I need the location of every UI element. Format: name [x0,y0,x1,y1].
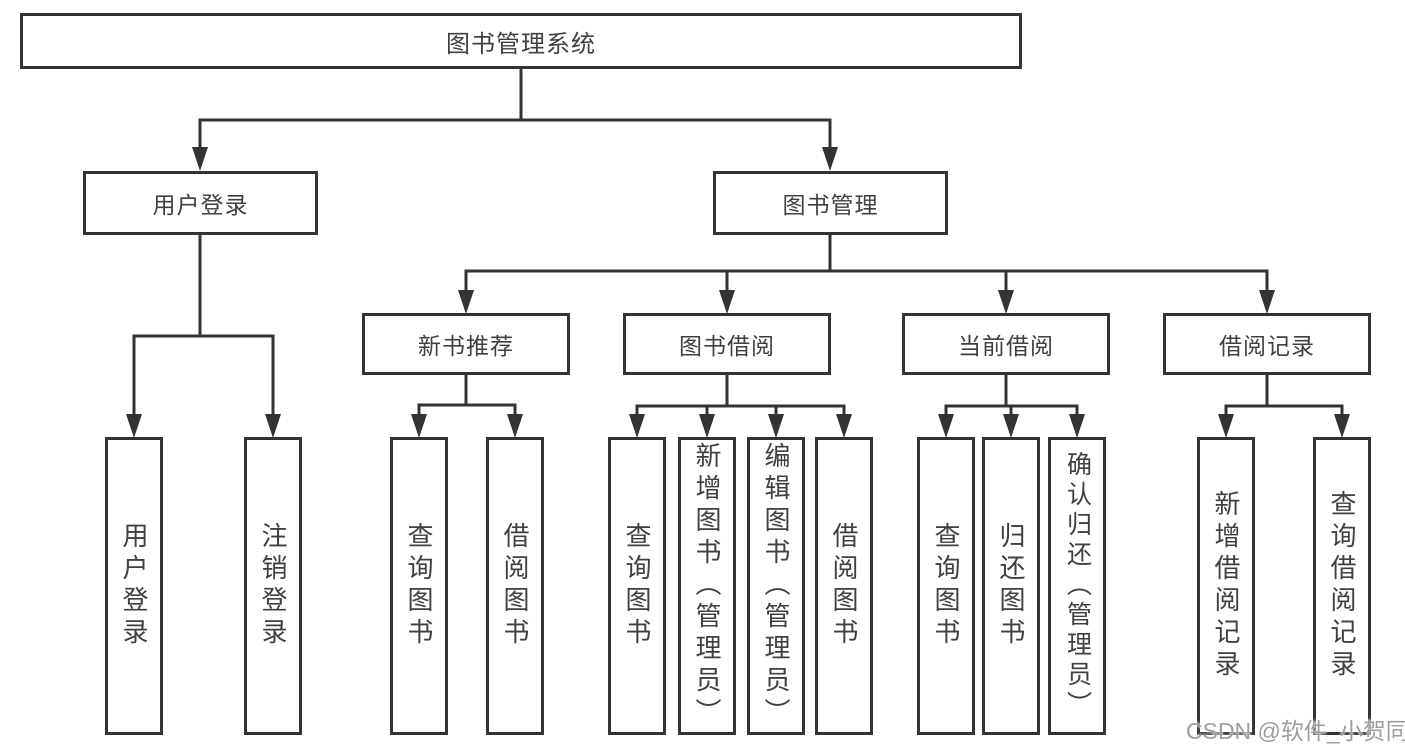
leaf-add-books-admin-label: 新增图书（管理员） [692,442,722,730]
leaf-query-books-2: 查询图书 [608,437,666,735]
leaf-query-books-3: 查询图书 [917,437,975,735]
node-borrow-records-label: 借阅记录 [1219,333,1315,359]
node-book-borrow-label: 图书借阅 [679,333,775,359]
arrowhead-icons [126,147,1350,438]
node-user-login-label: 用户登录 [152,192,249,218]
csdn-watermark: CSDN @软件_小贺同学 [1186,718,1405,744]
leaf-edit-books-admin: 编辑图书（管理员） [747,437,805,735]
leaf-query-borrow-record-label: 查询借阅记录 [1327,490,1357,682]
leaf-add-books-admin: 新增图书（管理员） [678,437,736,735]
leaf-return-books-label: 归还图书 [996,522,1026,650]
leaf-borrow-books-1-label: 借阅图书 [500,522,530,650]
leaf-borrow-books-2-label: 借阅图书 [829,522,859,650]
leaf-user-login: 用户登录 [105,437,163,735]
leaf-logout-login: 注销登录 [244,437,302,735]
leaf-query-books-2-label: 查询图书 [622,522,652,650]
leaf-query-books-3-label: 查询图书 [931,522,961,650]
node-current-borrow: 当前借阅 [902,313,1110,375]
node-user-login: 用户登录 [83,171,318,235]
leaf-logout-login-label: 注销登录 [258,522,288,650]
node-book-borrow: 图书借阅 [623,313,831,375]
leaf-query-borrow-record: 查询借阅记录 [1313,437,1371,735]
leaf-borrow-books-2: 借阅图书 [815,437,873,735]
node-root: 图书管理系统 [20,13,1022,69]
leaf-borrow-books-1: 借阅图书 [486,437,544,735]
leaf-add-borrow-record: 新增借阅记录 [1197,437,1255,735]
leaf-add-borrow-record-label: 新增借阅记录 [1211,490,1241,682]
node-new-book-recommend: 新书推荐 [362,313,570,375]
node-new-book-recommend-label: 新书推荐 [418,333,514,359]
leaf-user-login-label: 用户登录 [119,522,149,650]
node-borrow-records: 借阅记录 [1163,313,1371,375]
node-root-label: 图书管理系统 [446,30,596,58]
node-book-management-label: 图书管理 [782,192,879,218]
node-book-management: 图书管理 [713,171,948,235]
leaf-confirm-return-admin-label: 确认归还（管理员） [1063,451,1092,721]
node-current-borrow-label: 当前借阅 [958,333,1054,359]
leaf-edit-books-admin-label: 编辑图书（管理员） [761,442,791,730]
leaf-confirm-return-admin: 确认归还（管理员） [1048,437,1106,735]
leaf-query-books-1-label: 查询图书 [404,522,434,650]
leaf-query-books-1: 查询图书 [390,437,448,735]
leaf-return-books: 归还图书 [982,437,1040,735]
